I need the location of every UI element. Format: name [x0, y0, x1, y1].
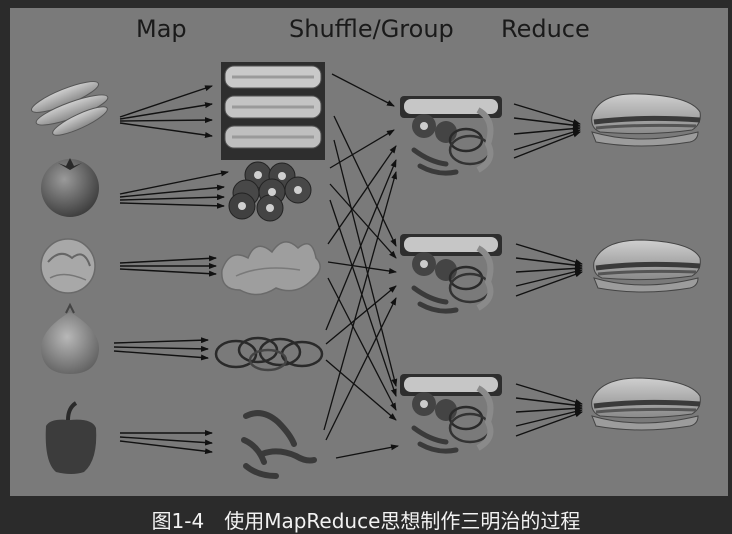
sandwich-icon: [591, 93, 701, 147]
onion-rings: [214, 336, 324, 372]
reduce-arrows: [513, 103, 583, 437]
reduce-stage-label: Reduce: [501, 15, 590, 43]
pepper-icon: [45, 401, 97, 474]
ingredient-group: [400, 96, 502, 176]
ingredient-group: [400, 374, 502, 454]
pepper-strips: [241, 410, 317, 479]
figure-caption: 图1-4 使用MapReduce思想制作三明治的过程: [151, 509, 581, 533]
sandwich-icon: [593, 239, 701, 293]
lettuce-icon: [40, 238, 96, 294]
lettuce-pieces: [221, 241, 321, 296]
map-stage-label: Map: [136, 15, 187, 43]
bread-icon: [30, 81, 109, 136]
sandwich-icon: [591, 377, 701, 431]
tomato-slices: [228, 161, 312, 222]
ingredient-group: [400, 234, 502, 314]
map-arrows: [113, 85, 229, 455]
bread-slices: [221, 62, 325, 160]
onion-icon: [40, 302, 100, 374]
shuffle-arrows: [323, 73, 399, 459]
tomato-icon: [41, 158, 99, 217]
shuffle-stage-label: Shuffle/Group: [289, 15, 454, 43]
